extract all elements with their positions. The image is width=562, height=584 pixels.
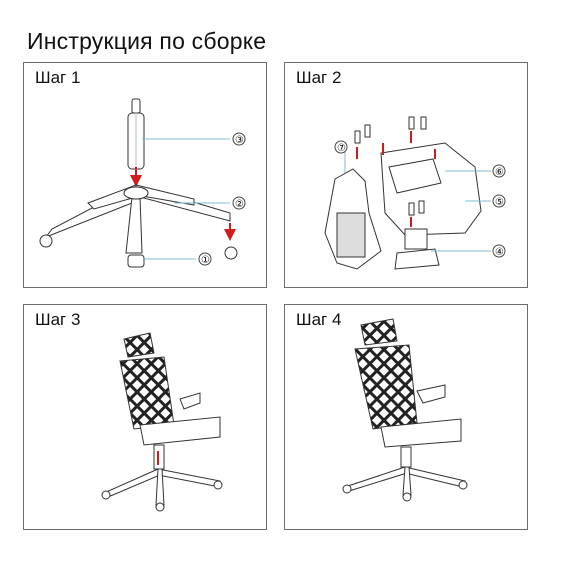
five-star-base-part	[44, 184, 231, 254]
page-title: Инструкция по сборке	[27, 28, 267, 54]
step-1-panel: Шаг 1	[23, 62, 267, 288]
callout-5: ⑤	[495, 197, 504, 208]
callout-6: ⑥	[495, 167, 504, 178]
backrest-frame-part	[324, 168, 382, 270]
step-3-panel: Шаг 3	[23, 304, 267, 530]
step-2-panel: Шаг 2	[284, 62, 528, 288]
step-4-illustration	[342, 318, 468, 502]
gas-lift-part	[127, 98, 145, 170]
caster-wheels	[39, 234, 238, 268]
seat-frame-part	[380, 142, 482, 236]
chair-assembled	[101, 332, 223, 512]
step-3-illustration	[101, 332, 223, 512]
callout-1: ①	[201, 255, 210, 266]
step-1-label: Шаг 1	[35, 68, 81, 87]
tilt-mechanism-part	[388, 158, 442, 270]
callout-4: ④	[495, 247, 504, 258]
step-4-label: Шаг 4	[296, 310, 342, 329]
step-3-label: Шаг 3	[35, 310, 81, 329]
step-4-panel: Шаг 4	[284, 304, 528, 530]
chair-final	[342, 318, 468, 502]
callout-3: ③	[235, 135, 244, 146]
step-2-label: Шаг 2	[296, 68, 342, 87]
callout-2: ②	[235, 199, 244, 210]
callout-7: ⑦	[337, 143, 346, 154]
step-2-illustration: ⑦ ⑥ ⑤ ④	[324, 116, 506, 270]
step-1-illustration: ③ ② ①	[39, 98, 246, 268]
